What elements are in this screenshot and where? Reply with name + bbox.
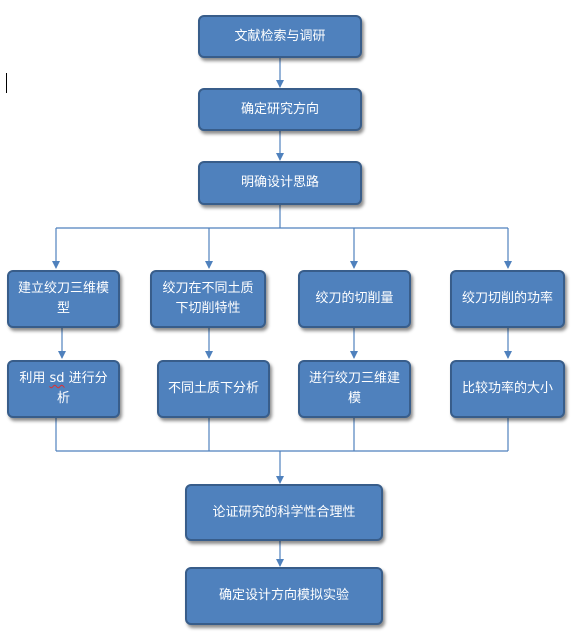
node-branch-1-label: 建立绞刀三维模型 — [17, 281, 109, 316]
node-sub-4[interactable]: 比较功率的大小 — [450, 360, 565, 418]
node-clarify-design[interactable]: 明确设计思路 — [198, 161, 362, 205]
node-sub-2[interactable]: 不同土质下分析 — [157, 360, 270, 418]
node-branch-2-label: 绞刀在不同土质下切削特性 — [162, 281, 254, 316]
node-experiment[interactable]: 确定设计方向模拟实验 — [185, 567, 383, 625]
node-branch-4[interactable]: 绞刀切削的功率 — [450, 270, 565, 328]
node-research-direction[interactable]: 确定研究方向 — [198, 88, 362, 131]
node-sub-3-label: 进行绞刀三维建模 — [308, 371, 400, 406]
node-argument-label: 论证研究的科学性合理性 — [212, 504, 356, 520]
node-literature-review[interactable]: 文献检索与调研 — [198, 15, 362, 58]
node-argument[interactable]: 论证研究的科学性合理性 — [185, 484, 383, 541]
node-branch-3[interactable]: 绞刀的切削量 — [298, 270, 411, 328]
node-branch-3-label: 绞刀的切削量 — [315, 291, 394, 306]
node-sub-1-marked: sd — [49, 371, 65, 386]
node-sub-4-label: 比较功率的大小 — [461, 381, 553, 396]
node-sub-1-label: 利用 sd 进行分析 — [15, 369, 112, 409]
node-sub-3[interactable]: 进行绞刀三维建模 — [298, 360, 411, 418]
node-sub-1[interactable]: 利用 sd 进行分析 — [7, 360, 120, 418]
node-sub-2-label: 不同土质下分析 — [167, 381, 259, 396]
node-experiment-label: 确定设计方向模拟实验 — [218, 588, 349, 603]
node-sub-1-suffix: 进行分析 — [56, 371, 108, 406]
node-sub-1-prefix: 利用 — [19, 371, 50, 386]
node-branch-4-label: 绞刀切削的功率 — [461, 291, 553, 306]
node-research-direction-label: 确定研究方向 — [240, 101, 319, 117]
text-cursor — [6, 73, 7, 93]
node-branch-2[interactable]: 绞刀在不同土质下切削特性 — [150, 270, 266, 328]
node-branch-1[interactable]: 建立绞刀三维模型 — [7, 270, 120, 328]
node-literature-review-label: 文献检索与调研 — [234, 28, 326, 44]
node-clarify-design-label: 明确设计思路 — [240, 175, 319, 190]
